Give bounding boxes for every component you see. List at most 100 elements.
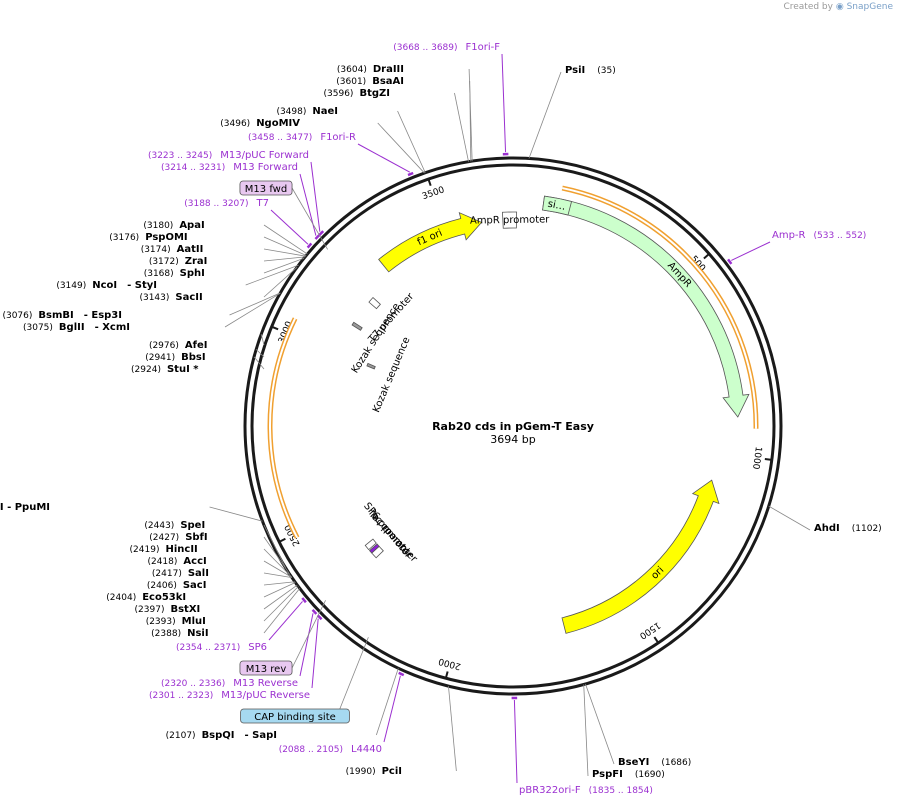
site-leader-zrai [263,256,306,262]
site-label-spei: (2443) SpeI [144,520,205,531]
site-label-btgzi: (3596) BtgZI [324,88,390,99]
boxed-m13-fwd [239,180,293,196]
primer-label-amp-r: Amp-R (533 .. 552) [772,230,866,241]
site-leader-sacii [263,267,298,298]
primer-label-l4440: (2088 .. 2105) L4440 [279,744,382,755]
site-label-saci: (2406) SacI [147,580,207,591]
primer-bar-m13-puc-forward [318,230,325,236]
site-pos: (2976) [149,341,179,351]
primer-label-m13-puc-reverse: (2301 .. 2323)M13/pUC Reverse [149,690,310,701]
feature-sp6-promoter-6 [364,538,377,551]
site-pos: (2406) [147,581,177,591]
boxed-leader-cap-binding-site [336,637,369,717]
site-name: PciI [382,766,402,777]
site-pos: (2417) [152,569,182,579]
primer-label-f1ori-f: (3668 .. 3689) F1ori-F [393,42,500,53]
feature-f1-ori-0 [378,211,483,273]
site-pos: (2443) [144,521,174,531]
primer-range: (533 .. 552) [814,231,867,241]
site-extra: - StyI [127,280,157,291]
boxed-leader-m13-rev [291,600,326,669]
highlight-arc-1 [561,185,759,429]
primer-range: (3214 .. 3231) [161,163,225,173]
primer-leader-amp-r [731,241,771,261]
site-leader-ecoo109i [209,506,263,522]
site-pos: (3496) [220,119,250,129]
site-extra: - XcmI [95,322,130,333]
site-leader-btgzi [454,92,469,162]
site-pos: (3149) [56,281,86,291]
primer-label-t7: (3188 .. 3207)T7 [184,198,269,209]
site-name: BtgZI [359,88,390,99]
site-label-apai: (3180)ApaI [143,220,204,231]
primer-name: F1ori-F [466,42,501,53]
site-name: NaeI [312,106,338,117]
site-pos: (3604) [337,65,367,75]
site-name: PspOMI [145,232,187,243]
primer-name: F1ori-R [320,132,356,143]
boxed-leader-m13-fwd [291,187,328,250]
site-label-bspqi: (2107)BspQI- SapI [166,730,277,741]
primer-range: (2088 .. 2105) [279,745,343,755]
boxed-m13-rev [239,660,293,676]
site-pos: (2388) [151,629,181,639]
site-label-ecoo109i: (2557)EcoO109I- KflI - PpuMI [0,502,50,513]
site-name: BseYI [618,757,649,768]
site-name: SalI [188,568,209,579]
site-leader-afei [260,334,265,346]
site-pos: (2404) [106,593,136,603]
site-name: SbfI [185,532,207,543]
site-pos: (3601) [336,77,366,87]
primer-name: M13 Reverse [233,678,298,689]
site-leader-bspqi [375,668,399,736]
tick-2500 [277,537,286,544]
primer-bar-t7 [306,242,313,249]
site-label-bsaai: (3601)BsaAI [336,76,404,87]
site-name: BstXI [170,604,200,615]
site-pos: (3596) [324,89,354,99]
highlight-arc-core-2 [269,318,299,539]
boxed-cap-binding-site [240,708,350,724]
primer-range: (3668 .. 3689) [393,43,457,53]
site-leader-ncoi [245,264,299,286]
site-leader-stui [253,356,265,370]
site-name: BsmBI [38,310,73,321]
site-name: HincII [165,544,197,555]
site-label-psii: PsiI(35) [565,65,616,76]
primer-bar-m13-reverse [311,609,318,615]
primer-range: (3458 .. 3477) [248,133,312,143]
primer-range: (1835 .. 1854) [589,786,653,796]
site-name: BglII [59,322,85,333]
feature-label-kozak-sequence-10: Kozak sequence [371,336,412,415]
primer-name: Amp-R [772,230,806,241]
feature-ampr-2 [542,195,750,418]
site-name: SpeI [180,520,205,531]
tick-label-2000: 2000 [437,655,462,671]
site-pos: (2393) [146,617,176,627]
site-name: NsiI [187,628,208,639]
site-pos: (2419) [130,545,160,555]
map-size: 3694 bp [490,433,535,446]
site-name: PsiI [565,65,585,76]
site-label-afei: (2976)AfeI [149,340,208,351]
site-pos: (2427) [149,533,179,543]
site-name: DraIII [373,64,404,75]
tick-2000 [444,671,449,680]
site-leader-nsii [263,588,301,634]
site-leader-bglii [224,292,281,328]
site-extra: - SapI [245,730,277,741]
site-name: SacI [183,580,207,591]
site-name: ApaI [179,220,204,231]
site-pos: (1690) [635,770,665,780]
site-name: PspFI [592,769,623,780]
site-label-pcii: (1990)PciI [346,766,402,777]
map-title: Rab20 cds in pGem-T Easy [432,420,594,433]
boxed-label-m13-rev: M13 rev [246,664,287,675]
site-label-sphi: (3168)SphI [144,268,205,279]
site-label-sbfi: (2427) SbfI [149,532,207,543]
primer-name: L4440 [351,744,382,755]
site-label-ngomiv: (3496) NgoMIV [220,118,300,129]
site-name: NgoMIV [256,118,300,129]
site-leader-bstxi [263,584,298,610]
